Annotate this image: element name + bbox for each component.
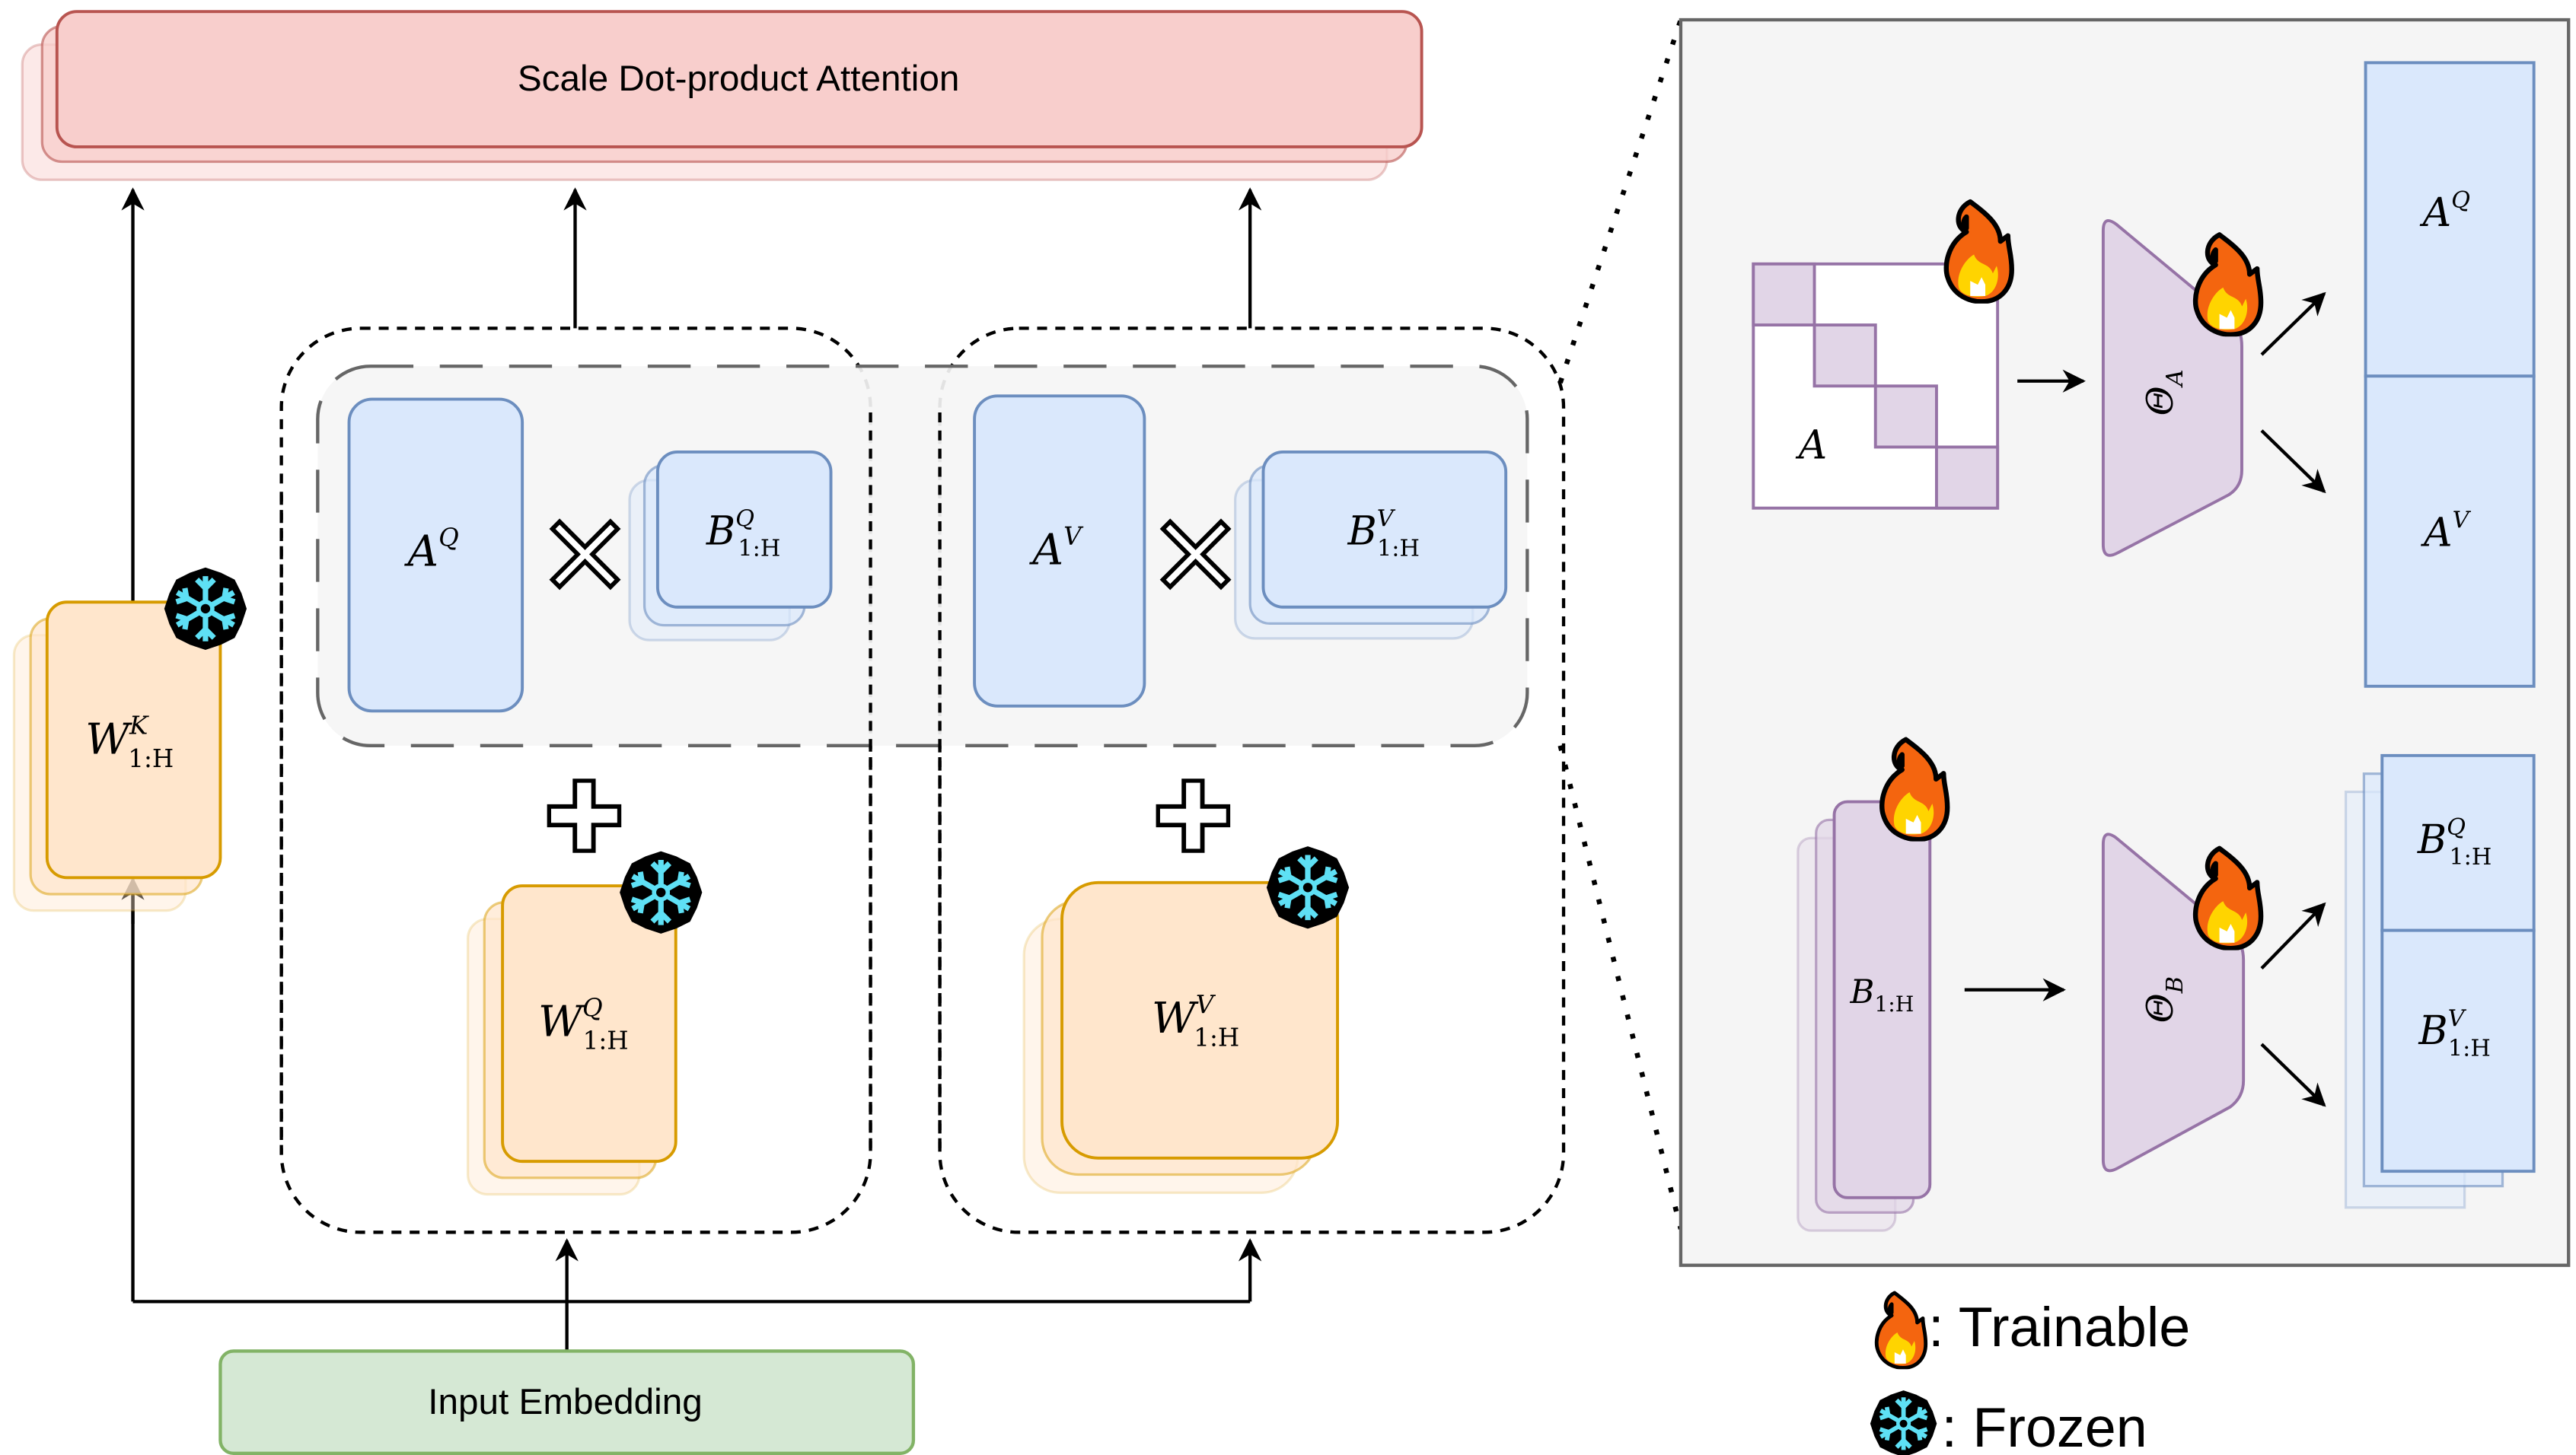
fire-icon — [1876, 1293, 1925, 1367]
input-routing — [121, 877, 1262, 1352]
zoom-connector — [1557, 18, 1684, 1230]
snowflake-icon — [1267, 846, 1349, 928]
arrows-to-attention — [121, 187, 1262, 603]
generated-a-stack: AQ AV — [2364, 61, 2536, 688]
arrow-theta-a-to-av — [2260, 429, 2326, 494]
lora-a-value: AV — [973, 394, 1146, 708]
svg-text:ΘB: ΘB — [2140, 976, 2189, 1023]
snowflake-icon — [164, 568, 247, 650]
svg-text:AV: AV — [1028, 521, 1084, 575]
legend: : Trainable : Frozen — [1870, 1293, 2190, 1455]
attention-label: Scale Dot-product Attention — [518, 59, 960, 99]
hypernetwork-theta-b: ΘB — [2101, 833, 2261, 1173]
input-embedding-label: Input Embedding — [428, 1382, 703, 1422]
hypernetwork-theta-a: ΘA — [2101, 219, 2261, 557]
svg-text:: Trainable: : Trainable — [1928, 1295, 2190, 1358]
snowflake-icon — [1870, 1390, 1937, 1455]
plus-icon — [1158, 781, 1229, 852]
attention-block: Scale Dot-product Attention — [21, 10, 1423, 181]
svg-text:A: A — [1796, 423, 1828, 469]
b-matrix-stack: B1:H — [1797, 740, 1947, 1232]
svg-text:AQ: AQ — [403, 524, 458, 577]
lora-a-query: AQ — [347, 397, 524, 713]
svg-text:: Frozen: : Frozen — [1941, 1396, 2147, 1455]
svg-text:AV: AV — [2421, 508, 2472, 556]
svg-text:WQ1:H: WQ1:H — [538, 993, 629, 1055]
arrow-theta-b-to-bq — [2260, 902, 2326, 970]
svg-text:BQ1:H: BQ1:H — [2417, 814, 2492, 871]
svg-text:ΘA: ΘA — [2140, 369, 2189, 415]
arrow-theta-a-to-aq — [2260, 291, 2326, 356]
block-diagonal-a-matrix: A — [1752, 202, 2011, 510]
arrow-theta-b-to-bv — [2260, 1043, 2326, 1107]
svg-text:AQ: AQ — [2420, 187, 2470, 236]
plus-icon — [549, 781, 620, 852]
svg-text:WV1:H: WV1:H — [1152, 990, 1239, 1052]
svg-text:BV1:H: BV1:H — [1347, 506, 1420, 562]
snowflake-icon — [620, 852, 702, 934]
legend-item-trainable: : Trainable — [1876, 1293, 2190, 1367]
svg-text:B1:H: B1:H — [1849, 973, 1914, 1017]
svg-text:BV1:H: BV1:H — [2418, 1005, 2490, 1062]
input-embedding-block: Input Embedding — [218, 1349, 916, 1455]
svg-text:BQ1:H: BQ1:H — [706, 506, 780, 562]
lora-panel — [316, 365, 1529, 748]
legend-item-frozen: : Frozen — [1870, 1390, 2147, 1455]
